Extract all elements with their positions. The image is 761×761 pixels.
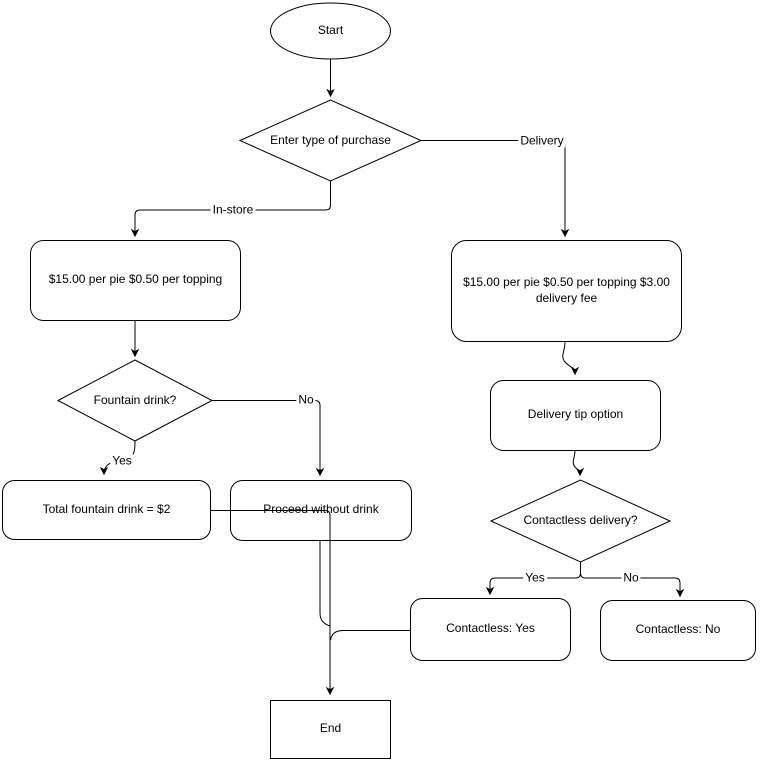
edge-label-contactless-yes: Yes — [523, 570, 547, 585]
node-delivery-price-shape — [451, 240, 682, 342]
node-instore-price-shape — [30, 240, 241, 321]
edge-label-fountain-yes: Yes — [110, 453, 134, 468]
node-contactless-no-shape — [600, 600, 756, 661]
node-delivery-tip-shape — [490, 380, 661, 451]
edge-proceed-to-end — [319, 540, 331, 627]
node-total-drink-shape — [2, 480, 211, 540]
edge-label-delivery: Delivery — [518, 133, 566, 148]
node-contactless-shape — [489, 479, 672, 563]
edge-label-instore: In-store — [210, 202, 256, 217]
edge-label-contactless-no: No — [621, 570, 641, 585]
edge-purchase-to-delivery-price — [421, 140, 570, 238]
node-start-shape — [270, 2, 391, 60]
edge-tip-to-contactless — [572, 450, 585, 477]
node-contactless-yes-shape — [410, 598, 571, 661]
edge-contactless-yes-to-end — [330, 630, 411, 641]
node-end-shape — [270, 700, 391, 759]
edge-total-to-end — [210, 510, 335, 696]
edge-label-fountain-no: No — [296, 392, 316, 407]
node-fountain-drink-shape — [56, 359, 214, 442]
edge-fountain-no-to-proceed — [212, 400, 325, 477]
edge-delivery-price-to-tip — [562, 341, 580, 376]
node-purchase-type-shape — [238, 99, 423, 182]
